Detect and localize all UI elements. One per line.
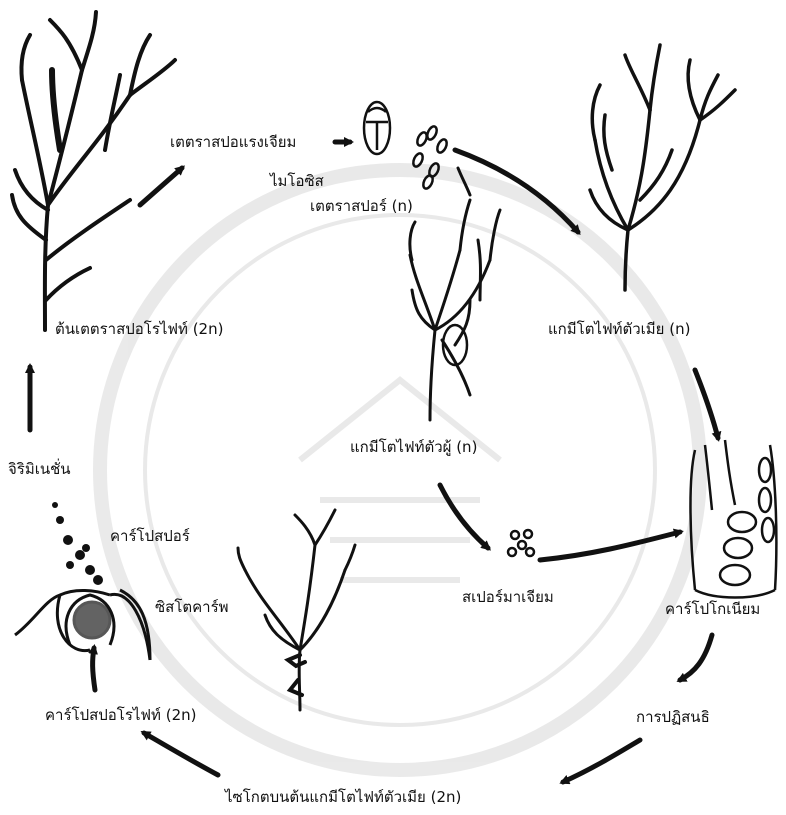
carposporophyte-label: คาร์โปสปอโรไฟท์ (2n): [45, 706, 196, 724]
cystocarp-illustration: [15, 590, 150, 660]
carpospore-label: คาร์โปสปอร์: [110, 527, 190, 545]
carpospores-illustration: [52, 502, 103, 585]
watermark-seal: [100, 170, 700, 770]
fertilization-label: การปฏิสนธิ: [636, 708, 710, 726]
tetrasporophyte-label: ต้นเตตราสปอโรไฟท์ (2n): [55, 320, 223, 338]
spermatia-illustration: [508, 530, 534, 556]
male-gametophyte-plant-illustration: [410, 168, 500, 420]
tetrasporophyte-plant-illustration: [12, 12, 175, 330]
tetrasporangium-illustration: [364, 102, 390, 154]
tetrasporangium-label: เตตราสปอแรงเจียม: [170, 133, 296, 151]
zygote-label: ไซโกตบนต้นแกมีโตไฟท์ตัวเมีย (2n): [225, 788, 461, 806]
tetraspore-label: เตตราสปอร์ (n): [310, 197, 413, 215]
meiosis-label: ไมโอซิส: [270, 172, 324, 190]
female-gametophyte-label: แกมีโตไฟท์ตัวเมีย (n): [548, 320, 690, 338]
cystocarp-label: ซิสโตคาร์พ: [155, 598, 229, 616]
carpogonium-label: คาร์โปโกเนียม: [665, 600, 760, 618]
germination-label: จิริมิเนชั่น: [8, 460, 71, 478]
male-gametophyte-label: แกมีโตไฟท์ตัวผู้ (n): [350, 438, 477, 456]
tetraspores-illustration: [411, 125, 448, 190]
spermatium-label: สเปอร์มาเจียม: [462, 588, 554, 606]
